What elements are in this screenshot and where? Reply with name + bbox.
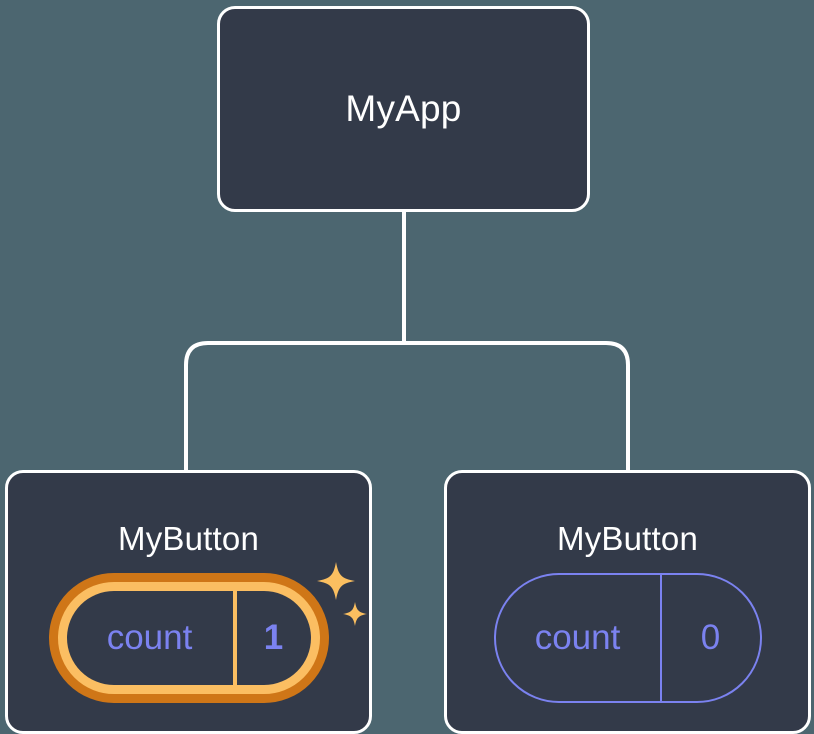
node-myapp[interactable]: MyApp: [217, 6, 590, 212]
state-key-right: count: [534, 618, 621, 657]
node-mybutton-right-label: MyButton: [557, 520, 698, 557]
state-key-left: count: [106, 618, 193, 657]
state-pill-wrap-right: count 0: [447, 573, 808, 703]
node-myapp-label: MyApp: [345, 88, 462, 129]
state-pill-wrap-left: count 1: [8, 573, 369, 703]
state-divider-right: [659, 575, 662, 701]
state-pill-highlighted[interactable]: count 1: [48, 573, 329, 703]
state-pill-inner: count 0: [496, 575, 760, 701]
node-mybutton-left-label: MyButton: [118, 520, 259, 557]
state-pill-inner: count 1: [66, 591, 311, 685]
state-value-left: 1: [263, 618, 284, 657]
state-pill-plain[interactable]: count 0: [493, 573, 762, 703]
node-mybutton-left[interactable]: MyButton count 1: [5, 470, 372, 734]
state-divider-left: [232, 591, 237, 685]
node-mybutton-right[interactable]: MyButton count 0: [444, 470, 811, 734]
state-value-right: 0: [700, 618, 721, 657]
edge-branch-bar: [184, 341, 630, 470]
